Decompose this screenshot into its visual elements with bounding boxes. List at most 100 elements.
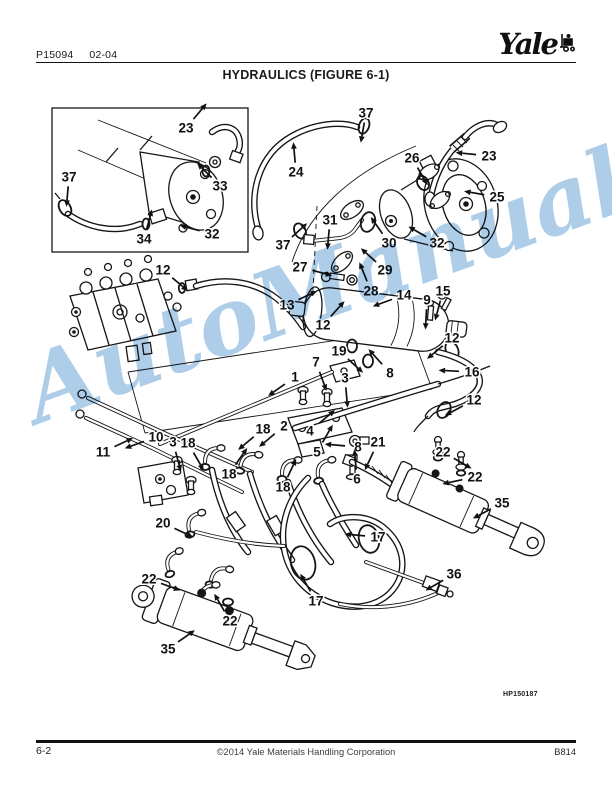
svg-text:29: 29: [377, 263, 392, 278]
svg-text:3: 3: [341, 371, 349, 386]
page-title: HYDRAULICS (FIGURE 6-1): [222, 68, 390, 82]
steel-tubes: [75, 389, 254, 507]
callout-36: 36: [425, 565, 463, 591]
callout-8: 8: [368, 349, 396, 382]
callout-3: 3: [168, 433, 183, 472]
doc-number: P15094: [36, 49, 74, 61]
callout-29: 29: [360, 248, 394, 279]
svg-text:31: 31: [322, 213, 338, 228]
svg-text:18: 18: [255, 422, 271, 437]
control-valve: [68, 254, 182, 363]
svg-text:20: 20: [155, 516, 170, 531]
svg-text:21: 21: [370, 435, 386, 450]
svg-text:37: 37: [358, 106, 373, 121]
callout-8: 8: [324, 438, 364, 456]
callout-37: 37: [357, 104, 375, 143]
frame-lines: [127, 145, 433, 434]
doc-revision: 02-04: [89, 49, 118, 61]
callout-37: 37: [60, 168, 78, 207]
svg-text:34: 34: [136, 232, 152, 247]
callout-2: 2: [259, 417, 289, 447]
tube-31-hardware: [302, 199, 377, 286]
callout-15: 15: [433, 282, 452, 321]
callout-5: 5: [312, 424, 333, 461]
center-hardware: [158, 338, 374, 481]
svg-text:3: 3: [169, 435, 177, 450]
svg-text:14: 14: [396, 288, 412, 303]
callout-3: 3: [340, 369, 351, 408]
forklift-icon: [559, 32, 576, 57]
svg-text:35: 35: [160, 642, 176, 657]
callout-16: 16: [438, 363, 481, 381]
svg-text:11: 11: [96, 445, 111, 460]
svg-text:23: 23: [481, 149, 497, 164]
callout-13: 13: [278, 291, 318, 314]
svg-text:28: 28: [363, 284, 379, 299]
header-rule: [36, 62, 576, 63]
callout-32: 32: [408, 226, 446, 252]
inset-box: [51, 107, 249, 253]
hose-loop-17: [283, 478, 448, 607]
callout-30: 30: [370, 216, 398, 252]
callout-21: 21: [364, 433, 387, 471]
svg-text:16: 16: [464, 365, 480, 380]
hose-24: [252, 111, 373, 241]
callout-22: 22: [214, 593, 239, 630]
svg-text:8: 8: [386, 366, 394, 381]
callout-26: 26: [403, 149, 428, 186]
callout-17: 17: [300, 573, 325, 610]
callout-14: 14: [372, 286, 413, 307]
svg-text:22: 22: [141, 572, 156, 587]
callout-7: 7: [311, 353, 328, 392]
svg-text:12: 12: [466, 393, 481, 408]
callout-22: 22: [140, 570, 181, 591]
callout-22: 22: [442, 468, 484, 486]
svg-text:12: 12: [315, 318, 330, 333]
svg-text:8: 8: [354, 440, 362, 455]
page-number: 6-2: [36, 745, 52, 757]
svg-text:37: 37: [61, 170, 76, 185]
callout-1: 1: [268, 368, 301, 396]
svg-text:30: 30: [381, 236, 396, 251]
cylinder-left-35: [131, 578, 316, 671]
callout-20: 20: [154, 514, 194, 537]
svg-text:33: 33: [212, 179, 228, 194]
callout-23: 23: [455, 147, 498, 165]
callout-18: 18: [220, 447, 248, 483]
yale-logo-text: Yale: [498, 27, 559, 61]
hose-23-flanges: [416, 119, 508, 210]
tube-36: [364, 560, 454, 598]
svg-text:22: 22: [467, 470, 482, 485]
header-doc-info: P15094 02-04: [36, 49, 117, 61]
inset-hose-fittings: [54, 127, 244, 229]
callout-33: 33: [197, 163, 229, 195]
svg-text:23: 23: [178, 121, 194, 136]
svg-text:15: 15: [435, 284, 451, 299]
callout-10: 10: [124, 428, 165, 449]
svg-text:36: 36: [446, 567, 462, 582]
svg-text:2: 2: [280, 419, 288, 434]
svg-text:13: 13: [279, 298, 295, 313]
doc-code: B814: [554, 747, 576, 757]
callout-31: 31: [321, 211, 339, 250]
svg-text:17: 17: [308, 594, 323, 609]
callout-23: 23: [177, 103, 207, 137]
svg-text:32: 32: [429, 236, 444, 251]
callout-18: 18: [238, 420, 272, 450]
callout-12: 12: [314, 301, 345, 334]
callout-12: 12: [154, 261, 188, 291]
callout-32: 32: [179, 224, 221, 243]
callout-35: 35: [159, 630, 195, 658]
svg-text:26: 26: [404, 151, 420, 166]
callout-18: 18: [274, 458, 297, 496]
svg-text:32: 32: [204, 227, 219, 242]
callout-28: 28: [359, 262, 380, 300]
elbow-fittings-18: [198, 365, 491, 562]
callout-35: 35: [472, 494, 511, 519]
svg-text:17: 17: [370, 530, 385, 545]
svg-text:25: 25: [489, 190, 505, 205]
callout-37: 37: [274, 223, 308, 254]
svg-text:18: 18: [180, 436, 196, 451]
